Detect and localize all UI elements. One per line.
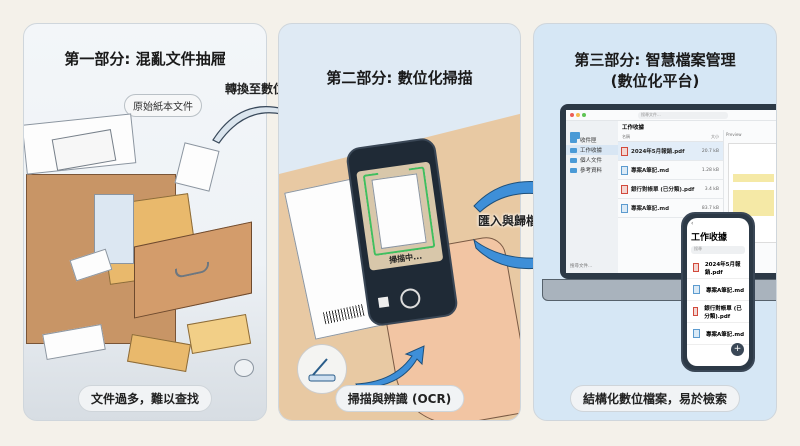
pdf-icon <box>621 184 628 194</box>
column-headers: 名稱 大小 <box>618 133 723 142</box>
panel-smart-management: 第三部分: 智慧檔案管理 (數位化平台) 搜尋文件... 收件匣 工作收據 個人… <box>533 23 777 421</box>
panel3-subtitle: (數位化平台) <box>610 72 700 90</box>
mobile-screen: ‹ 工作收據 搜尋 2024年5月報銷.pdf 專案A筆記.md 銀行對帳單 (… <box>687 218 749 366</box>
pdf-icon <box>693 263 699 272</box>
preview-header: Preview <box>726 132 742 137</box>
panel2-title: 第二部分: 數位化掃描 <box>326 69 473 87</box>
top-search-input[interactable]: 搜尋文件... <box>638 111 728 119</box>
laptop: 搜尋文件... 收件匣 工作收據 個人文件 參考資料 搜尋文件... 工作收據 … <box>560 104 776 279</box>
md-icon <box>693 329 700 338</box>
sidebar-search[interactable]: 搜尋文件... <box>570 264 593 269</box>
maximize-dot[interactable] <box>582 113 586 117</box>
window-titlebar: 搜尋文件... <box>566 110 776 121</box>
mobile-search-input[interactable]: 搜尋 <box>691 246 745 254</box>
mobile-title: 工作收據 <box>691 233 728 243</box>
receipt-icon <box>174 142 220 192</box>
yellow-envelope-icon <box>186 314 252 354</box>
floor-folder-icon <box>127 334 191 372</box>
md-icon <box>621 165 628 175</box>
panel3-title: 第三部分: 智慧檔案管理 <box>574 51 736 69</box>
scanner-badge <box>297 344 347 394</box>
shutter-button[interactable] <box>399 287 422 310</box>
column-size[interactable]: 大小 <box>711 134 719 139</box>
column-name[interactable]: 名稱 <box>622 134 630 139</box>
sidebar-item-reference[interactable]: 參考資料 <box>566 165 618 175</box>
folder-title: 工作收據 <box>622 125 645 131</box>
mobile-file-row[interactable]: 2024年5月報銷.pdf <box>687 257 749 279</box>
pdf-icon <box>693 307 699 316</box>
gallery-thumbnail[interactable] <box>377 296 390 308</box>
flatbed-scanner-icon <box>308 358 336 382</box>
mobile-file-row[interactable]: 銀行對帳單 (已分類).pdf <box>687 301 749 323</box>
panel1-caption: 文件過多，難以查找 <box>77 385 213 412</box>
paper-documents-bubble: 原始紙本文件 <box>124 94 202 117</box>
blue-curved-arrow-icon <box>355 345 425 389</box>
sidebar-item-work-receipts[interactable]: 工作收據 <box>566 145 618 155</box>
panel3-caption: 結構化數位檔案，易於檢索 <box>569 385 741 412</box>
minimize-dot[interactable] <box>576 113 580 117</box>
back-icon[interactable]: ‹ <box>691 220 694 227</box>
panel-messy-drawer: 第一部分: 混亂文件抽屜 原始紙本文件 文件過多，難以查找 <box>23 23 267 421</box>
panel2-caption: 掃描與辨識 (OCR) <box>334 385 465 412</box>
scan-frame-icon <box>363 166 436 256</box>
close-dot[interactable] <box>570 113 574 117</box>
md-icon <box>693 285 700 294</box>
import-archive-label: 匯入與歸檔 <box>478 214 539 228</box>
barcode-icon <box>322 304 365 325</box>
pdf-icon <box>621 146 628 156</box>
crumpled-paper-icon <box>234 359 254 377</box>
mobile-phone: ‹ 工作收據 搜尋 2024年5月報銷.pdf 專案A筆記.md 銀行對帳單 (… <box>681 212 755 372</box>
camera-viewfinder: 掃描中... <box>356 161 444 271</box>
md-icon <box>621 203 628 213</box>
add-fab-button[interactable]: + <box>731 343 744 356</box>
panel1-title: 第一部分: 混亂文件抽屜 <box>64 50 226 68</box>
laptop-sidebar: 收件匣 工作收據 個人文件 參考資料 搜尋文件... <box>566 121 618 273</box>
sidebar-item-personal-docs[interactable]: 個人文件 <box>566 155 618 165</box>
sidebar-item-inbox[interactable]: 收件匣 <box>566 135 618 145</box>
mobile-file-row[interactable]: 專案A筆記.md <box>687 279 749 301</box>
app-folder-icon <box>566 121 618 139</box>
panel-digital-scan: 第二部分: 數位化掃描 掃描中... 掃描與辨識 (OCR) <box>278 23 521 421</box>
drawer-handle-icon <box>175 261 209 279</box>
mobile-file-row[interactable]: 專案A筆記.md <box>687 323 749 345</box>
